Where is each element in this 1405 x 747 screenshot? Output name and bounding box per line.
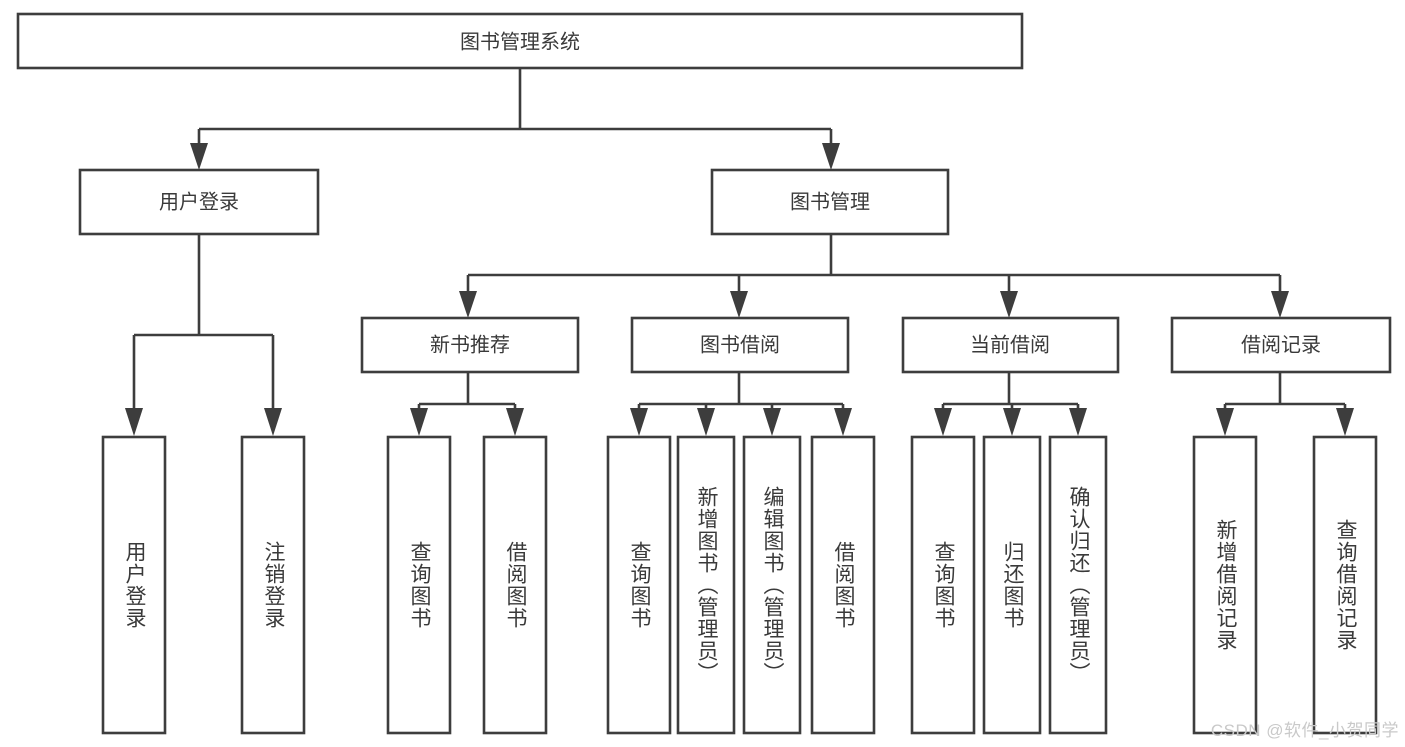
node-box-new-book-recommend[interactable] — [360, 316, 580, 374]
node-box-leaf-query-borrow-record[interactable] — [1312, 435, 1378, 735]
arrow-to-leaf-borrow-book-1 — [506, 408, 524, 436]
node-box-leaf-borrow-book-1[interactable] — [482, 435, 548, 735]
connector-layer — [125, 68, 1354, 436]
arrow-to-user-login — [190, 143, 208, 170]
node-layer: 图书管理系统 用户登录 图书管理 新书推荐 图书借阅 当前借阅 借阅记录 — [16, 12, 1392, 735]
node-box-leaf-add-borrow-record[interactable] — [1192, 435, 1258, 735]
node-box-leaf-logout-login[interactable] — [240, 435, 306, 735]
node-box-leaf-user-login[interactable] — [101, 435, 167, 735]
csdn-watermark: CSDN @软件_小贺同学 — [1210, 721, 1399, 740]
node-box-root[interactable] — [16, 12, 1024, 70]
node-label-new-book-recommend: 新书推荐 — [430, 333, 510, 356]
arrow-to-leaf-edit-book — [763, 408, 781, 436]
arrow-to-leaf-query-book-1 — [410, 408, 428, 436]
arrow-to-new-book-recommend — [459, 291, 477, 318]
arrow-to-leaf-confirm-return — [1069, 408, 1087, 436]
node-box-borrow-record[interactable] — [1170, 316, 1392, 374]
node-box-leaf-query-book-3[interactable] — [910, 435, 976, 735]
arrow-to-book-management — [822, 143, 840, 170]
arrow-to-leaf-user-login — [125, 408, 143, 436]
arrow-to-leaf-borrow-book-2 — [834, 408, 852, 436]
arrow-to-leaf-query-book-2 — [630, 408, 648, 436]
arrow-to-leaf-logout-login — [264, 408, 282, 436]
node-label-book-borrow: 图书借阅 — [700, 333, 780, 356]
arrow-to-current-borrow — [1000, 291, 1018, 318]
arrow-to-leaf-add-book — [697, 408, 715, 436]
node-label-borrow-record: 借阅记录 — [1241, 333, 1321, 356]
node-label-root: 图书管理系统 — [460, 30, 580, 53]
node-box-user-login[interactable] — [78, 168, 320, 236]
node-box-leaf-borrow-book-2[interactable] — [810, 435, 876, 735]
node-box-book-borrow[interactable] — [630, 316, 850, 374]
arrow-to-leaf-return-book — [1003, 408, 1021, 436]
node-box-leaf-query-book-1[interactable] — [386, 435, 452, 735]
arrow-to-leaf-add-borrow-record — [1216, 408, 1234, 436]
node-box-book-management[interactable] — [710, 168, 950, 236]
arrow-to-borrow-record — [1271, 291, 1289, 318]
node-box-leaf-query-book-2[interactable] — [606, 435, 672, 735]
arrow-to-leaf-query-book-3 — [934, 408, 952, 436]
node-box-leaf-return-book[interactable] — [982, 435, 1042, 735]
node-label-book-management: 图书管理 — [790, 190, 870, 213]
node-label-current-borrow: 当前借阅 — [970, 333, 1050, 356]
node-label-user-login: 用户登录 — [159, 190, 239, 213]
node-box-leaf-add-book[interactable] — [676, 435, 736, 735]
arrow-to-book-borrow — [730, 291, 748, 318]
arrow-to-leaf-query-borrow-record — [1336, 408, 1354, 436]
node-box-leaf-confirm-return[interactable] — [1048, 435, 1108, 735]
node-box-current-borrow[interactable] — [901, 316, 1120, 374]
node-box-leaf-edit-book[interactable] — [742, 435, 802, 735]
